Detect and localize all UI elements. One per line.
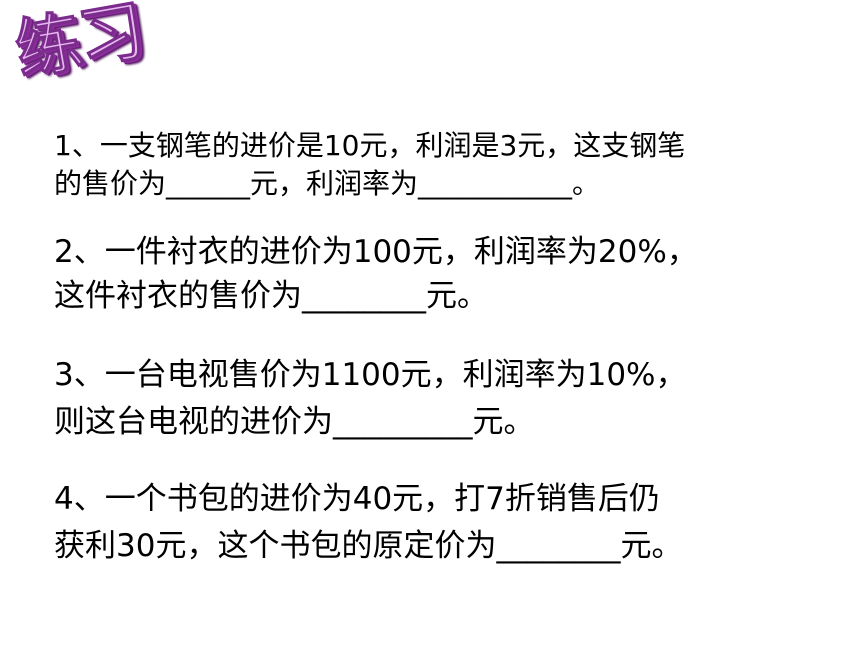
- question-1-line-2: 的售价为______元，利润率为___________。: [54, 167, 601, 200]
- question-2-line-1: 2、一件衬衣的进价为100元，利润率为20%，: [54, 234, 698, 270]
- question-3-line-2: 则这台电视的进价为_________元。: [54, 404, 535, 440]
- question-2-line-2: 这件衬衣的售价为________元。: [54, 278, 488, 314]
- question-3: 3、一台电视售价为1100元，利润率为10%， 则这台电视的进价为_______…: [54, 352, 834, 446]
- question-2: 2、一件衬衣的进价为100元，利润率为20%， 这件衬衣的售价为________…: [54, 230, 834, 318]
- question-4-line-2: 获利30元，这个书包的原定价为________元。: [54, 528, 683, 564]
- slide-title: 练习: [9, 0, 150, 90]
- question-4: 4、一个书包的进价为40元，打7折销售后仍 获利30元，这个书包的原定价为___…: [54, 476, 834, 570]
- question-4-line-1: 4、一个书包的进价为40元，打7折销售后仍: [54, 481, 660, 517]
- question-3-line-1: 3、一台电视售价为1100元，利润率为10%，: [54, 357, 687, 393]
- question-1: 1、一支钢笔的进价是10元，利润是3元，这支钢笔 的售价为______元，利润率…: [54, 127, 834, 203]
- question-1-line-1: 1、一支钢笔的进价是10元，利润是3元，这支钢笔: [54, 129, 686, 162]
